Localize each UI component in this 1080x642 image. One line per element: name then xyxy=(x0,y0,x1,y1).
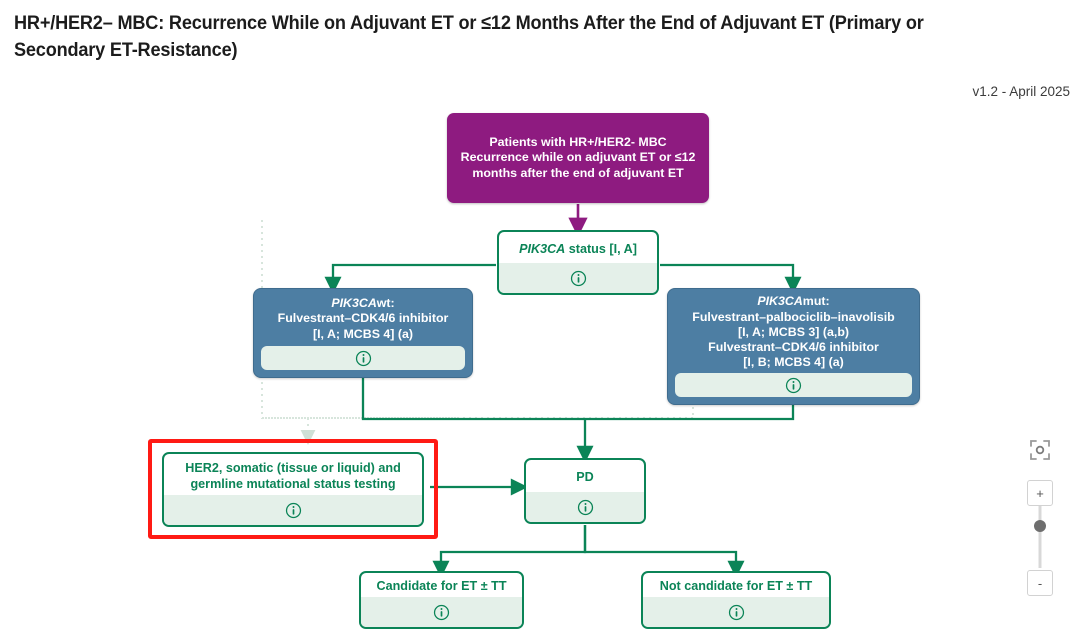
candidate-label: Candidate for ET ± TT xyxy=(376,579,507,594)
info-circle-icon[interactable] xyxy=(285,502,302,519)
pik3ca-wt-gene: PIK3CA xyxy=(331,296,377,311)
pik3ca-wt-label: PIK3CAwt: Fulvestrant–CDK4/6 inhibitor [… xyxy=(254,289,472,346)
pik3ca-mut-line5: [I, B; MCBS 4] (a) xyxy=(743,355,844,370)
info-circle-icon[interactable] xyxy=(355,350,372,367)
pik3ca-status-info-bar[interactable] xyxy=(499,263,657,293)
info-circle-icon[interactable] xyxy=(577,499,594,516)
pik3ca-mut-node[interactable]: PIK3CAmut: Fulvestrant–palbociclib–inavo… xyxy=(667,288,920,405)
pik3ca-status-label: PIK3CA status [I, A] xyxy=(499,232,657,263)
zoom-out-button[interactable]: - xyxy=(1027,570,1053,596)
fit-to-screen-icon[interactable] xyxy=(1028,438,1052,462)
info-circle-icon[interactable] xyxy=(785,377,802,394)
zoom-controls[interactable]: + - xyxy=(1022,438,1058,596)
not-candidate-node[interactable]: Not candidate for ET ± TT xyxy=(641,571,831,629)
selection-highlight-rect xyxy=(148,439,438,539)
her2-testing-label: HER2, somatic (tissue or liquid) and ger… xyxy=(185,461,401,491)
info-circle-icon[interactable] xyxy=(433,604,450,621)
zoom-in-button[interactable]: + xyxy=(1027,480,1053,506)
pik3ca-status-text: status [I, A] xyxy=(565,241,637,256)
not-candidate-label: Not candidate for ET ± TT xyxy=(659,579,813,594)
pd-info-bar[interactable] xyxy=(526,492,644,522)
zoom-slider-knob[interactable] xyxy=(1034,520,1046,532)
pik3ca-mut-info-bar[interactable] xyxy=(675,373,912,397)
page-title: HR+/HER2– MBC: Recurrence While on Adjuv… xyxy=(14,12,924,61)
pik3ca-wt-suffix: wt: xyxy=(376,296,395,311)
pik3ca-wt-info-bar[interactable] xyxy=(261,346,465,370)
pik3ca-mut-line4: Fulvestrant–CDK4/6 inhibitor xyxy=(708,340,879,355)
pik3ca-status-node[interactable]: PIK3CA status [I, A] xyxy=(497,230,659,295)
pik3ca-wt-line3: [I, A; MCBS 4] (a) xyxy=(312,326,414,341)
zoom-slider-track[interactable] xyxy=(1038,504,1042,568)
zoom-slider[interactable]: + - xyxy=(1027,480,1053,596)
her2-testing-node[interactable]: HER2, somatic (tissue or liquid) and ger… xyxy=(162,452,424,527)
candidate-node[interactable]: Candidate for ET ± TT xyxy=(359,571,524,629)
candidate-info-bar[interactable] xyxy=(361,597,522,627)
patients-node[interactable]: Patients with HR+/HER2- MBC Recurrence w… xyxy=(447,113,709,203)
info-circle-icon[interactable] xyxy=(570,270,587,287)
patients-node-label: Patients with HR+/HER2- MBC Recurrence w… xyxy=(460,134,696,180)
pd-node[interactable]: PD xyxy=(524,458,646,524)
her2-testing-info-bar[interactable] xyxy=(164,495,422,525)
connector-lines xyxy=(261,204,802,579)
pik3ca-wt-node[interactable]: PIK3CAwt: Fulvestrant–CDK4/6 inhibitor [… xyxy=(253,288,473,378)
info-circle-icon[interactable] xyxy=(728,604,745,621)
pik3ca-mut-gene: PIK3CA xyxy=(757,294,803,309)
pik3ca-mut-line3: [I, A; MCBS 3] (a,b) xyxy=(737,324,850,339)
version-label: v1.2 - April 2025 xyxy=(972,84,1070,99)
pik3ca-mut-label: PIK3CAmut: Fulvestrant–palbociclib–inavo… xyxy=(668,289,919,373)
pik3ca-status-gene: PIK3CA xyxy=(519,241,566,256)
pd-label: PD xyxy=(576,470,594,485)
pik3ca-wt-line2: Fulvestrant–CDK4/6 inhibitor xyxy=(277,311,449,326)
pik3ca-mut-suffix: mut: xyxy=(802,294,830,309)
not-candidate-info-bar[interactable] xyxy=(643,597,829,627)
pik3ca-mut-line2: Fulvestrant–palbociclib–inavolisib xyxy=(692,309,895,324)
diagram-canvas[interactable]: Patients with HR+/HER2- MBC Recurrence w… xyxy=(0,100,1080,642)
